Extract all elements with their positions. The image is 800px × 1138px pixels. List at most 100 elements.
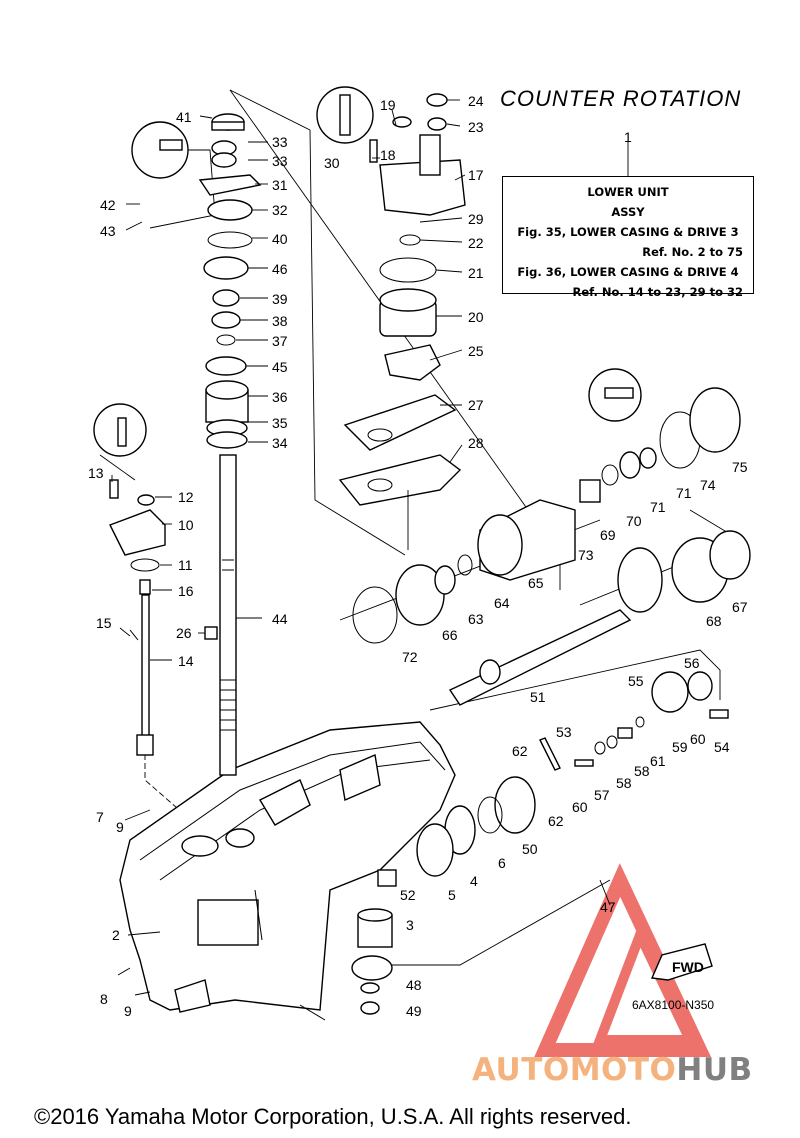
callout-label: 58 <box>616 775 632 791</box>
callout-label: 49 <box>406 1003 422 1019</box>
callout-label: 53 <box>556 724 572 740</box>
callout-label: 35 <box>272 415 288 431</box>
lower-casing <box>119 721 456 1021</box>
callout-label: 75 <box>732 459 748 475</box>
callout-label: 8 <box>100 991 108 1007</box>
callout-label: 18 <box>380 147 396 163</box>
callout-label: 3 <box>406 917 414 933</box>
reference-box: LOWER UNIT ASSY Fig. 35, LOWER CASING & … <box>502 176 754 299</box>
callout-label: 43 <box>100 223 116 239</box>
callout-label: 63 <box>468 611 484 627</box>
callout-label: 41 <box>176 109 192 125</box>
callout-label: 47 <box>600 899 616 915</box>
callout-label: 7 <box>96 809 104 825</box>
grease-badge-icon <box>93 86 642 457</box>
callout-label: 56 <box>684 655 700 671</box>
callout-label: 17 <box>468 167 484 183</box>
callout-numbers: 1 2 3 4 5 6 7 8 9 9 10 11 12 13 14 15 16… <box>88 93 748 1019</box>
callout-label: 19 <box>380 97 396 113</box>
callout-label: 10 <box>178 517 194 533</box>
callout-label: 70 <box>626 513 642 529</box>
callout-label: 57 <box>594 787 610 803</box>
callout-label: 15 <box>96 615 112 631</box>
callout-label: 9 <box>116 819 124 835</box>
callout-label: 46 <box>272 261 288 277</box>
callout-label: 60 <box>572 799 588 815</box>
callout-label: 65 <box>528 575 544 591</box>
callout-label: 36 <box>272 389 288 405</box>
callout-label: 71 <box>676 485 692 501</box>
callout-label: 21 <box>468 265 484 281</box>
ref-box-line4: Ref. No. 2 to 75 <box>642 245 743 259</box>
copyright-notice: ©2016 Yamaha Motor Corporation, U.S.A. A… <box>34 1104 632 1129</box>
callout-label: 51 <box>530 689 546 705</box>
callout-label: 1 <box>624 129 632 145</box>
callout-label: 45 <box>272 359 288 375</box>
watermark-logo: AUTOMOTOHUB <box>472 1052 753 1088</box>
shift-rod-assembly <box>109 479 218 756</box>
callout-label: 22 <box>468 235 484 251</box>
callout-label: 5 <box>448 887 456 903</box>
callout-label: 40 <box>272 231 288 247</box>
callout-label: 38 <box>272 313 288 329</box>
callout-label: 27 <box>468 397 484 413</box>
callout-label: 11 <box>178 557 193 573</box>
callout-label: 48 <box>406 977 422 993</box>
ref-box-line5: Fig. 36, LOWER CASING & DRIVE 4 <box>517 265 739 279</box>
callout-label: 68 <box>706 613 722 629</box>
callout-label: 60 <box>690 731 706 747</box>
watermark-part1: AUTOMOTO <box>472 1052 677 1088</box>
water-pump-assembly <box>338 93 466 506</box>
callout-label: 55 <box>628 673 644 689</box>
callout-label: 73 <box>578 547 594 563</box>
callout-leaders <box>111 99 629 996</box>
drive-shaft <box>219 454 237 776</box>
callout-label: 12 <box>178 489 194 505</box>
callout-label: 13 <box>88 465 104 481</box>
callout-label: 24 <box>468 93 484 109</box>
callout-label: 30 <box>324 155 340 171</box>
callout-label: 33 <box>272 153 288 169</box>
callout-label: 28 <box>468 435 484 451</box>
ref-box-line2: ASSY <box>611 205 645 219</box>
callout-label: 14 <box>178 653 194 669</box>
callout-label: 25 <box>468 343 484 359</box>
callout-label: 67 <box>732 599 748 615</box>
callout-label: 42 <box>100 197 116 213</box>
callout-label: 6 <box>498 855 506 871</box>
callout-label: 54 <box>714 739 730 755</box>
callout-label: 44 <box>272 611 288 627</box>
callout-label: 9 <box>124 1003 132 1019</box>
callout-label: 69 <box>600 527 616 543</box>
callout-label: 58 <box>634 763 650 779</box>
callout-label: 62 <box>548 813 564 829</box>
ref-box-line1: LOWER UNIT <box>587 185 669 199</box>
callout-label: 72 <box>402 649 418 665</box>
callout-label: 26 <box>176 625 192 641</box>
callout-label: 2 <box>112 927 120 943</box>
callout-label: 16 <box>178 583 194 599</box>
callout-label: 20 <box>468 309 484 325</box>
callout-label: 31 <box>272 177 288 193</box>
diagram-title: COUNTER ROTATION <box>500 86 742 111</box>
callout-label: 64 <box>494 595 510 611</box>
watermark-part2: HUB <box>676 1052 753 1088</box>
callout-label: 50 <box>522 841 538 857</box>
callout-label: 61 <box>650 753 666 769</box>
ref-box-line3: Fig. 35, LOWER CASING & DRIVE 3 <box>517 225 739 239</box>
callout-label: 39 <box>272 291 288 307</box>
callout-label: 32 <box>272 202 288 218</box>
callout-label: 33 <box>272 134 288 150</box>
callout-label: 59 <box>672 739 688 755</box>
ref-box-line6: Ref. No. 14 to 23, 29 to 32 <box>572 285 744 299</box>
callout-label: 37 <box>272 333 288 349</box>
callout-label: 23 <box>468 119 484 135</box>
callout-label: 71 <box>650 499 666 515</box>
callout-label: 29 <box>468 211 484 227</box>
upper-bearing-stack <box>198 113 262 449</box>
callout-label: 74 <box>700 477 716 493</box>
callout-label: 4 <box>470 873 478 889</box>
callout-label: 66 <box>442 627 458 643</box>
fwd-label: FWD <box>672 959 704 975</box>
